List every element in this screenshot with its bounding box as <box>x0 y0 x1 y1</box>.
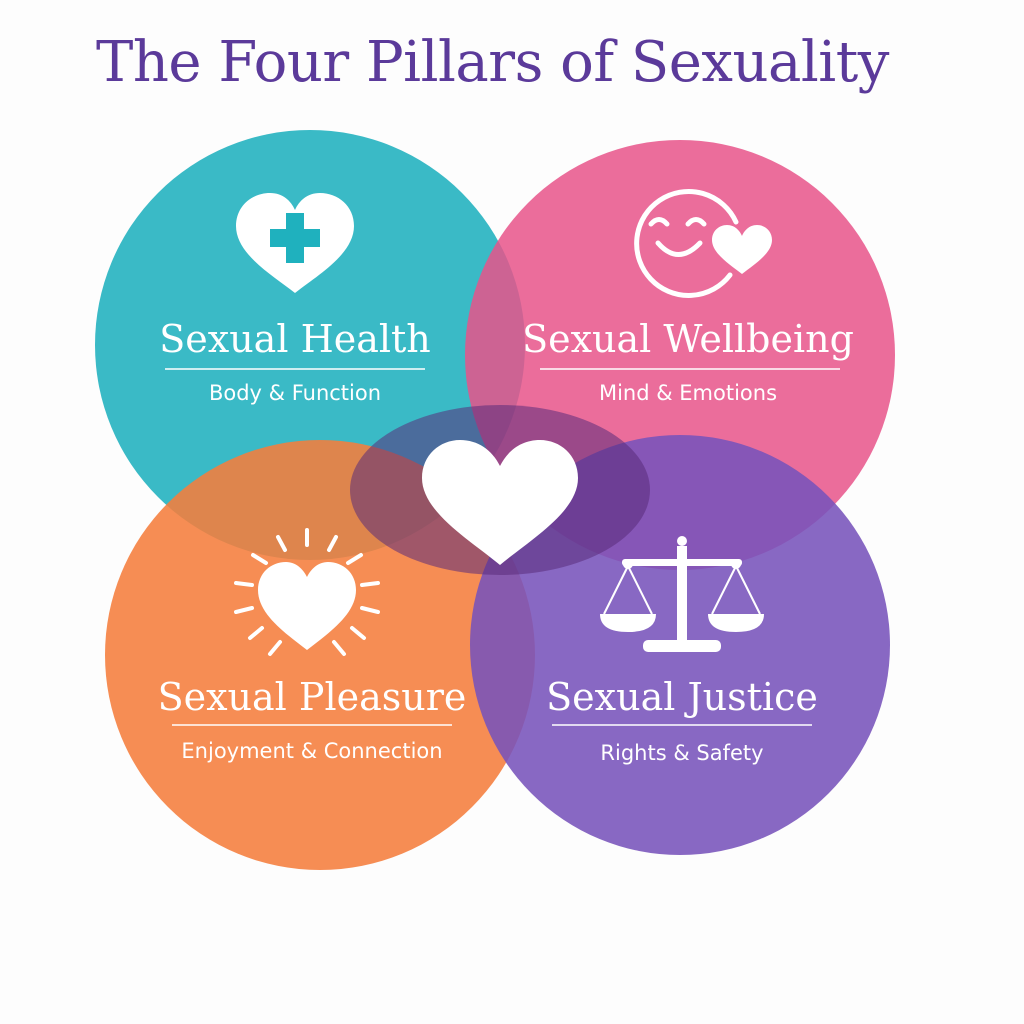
pillar-title-health: Sexual Health <box>159 317 431 361</box>
page-title: The Four Pillars of Sexuality <box>96 30 889 95</box>
radiant-heart-icon <box>234 528 380 656</box>
pillar-title-wellbeing: Sexual Wellbeing <box>522 317 854 361</box>
heart-plus-icon <box>236 193 354 293</box>
center-heart-icon <box>422 440 578 565</box>
scales-icon <box>600 536 764 652</box>
pillar-subtitle-wellbeing: Mind & Emotions <box>599 381 777 405</box>
pillar-title-pleasure: Sexual Pleasure <box>158 675 467 719</box>
pillar-subtitle-pleasure: Enjoyment & Connection <box>181 739 442 763</box>
pillar-title-justice: Sexual Justice <box>546 675 818 719</box>
pillar-subtitle-justice: Rights & Safety <box>600 741 763 765</box>
smiley-heart-icon <box>634 188 772 298</box>
pillar-subtitle-health: Body & Function <box>209 381 381 405</box>
